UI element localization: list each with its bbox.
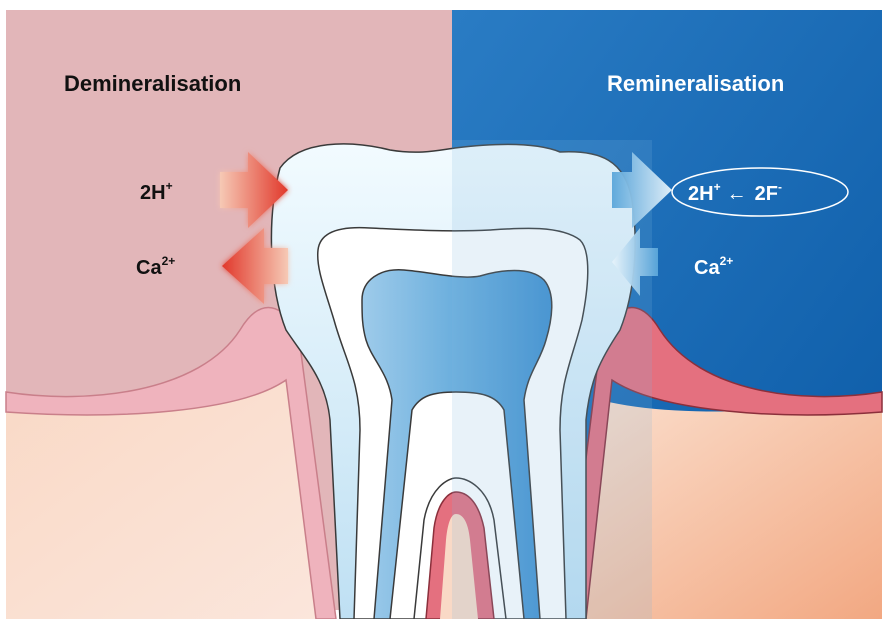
exchange-label: 2H+←2F-: [688, 180, 782, 205]
demineralisation-title: Demineralisation: [64, 71, 241, 96]
remineralisation-title: Remineralisation: [607, 71, 784, 96]
right-half-overlay: [452, 140, 652, 619]
left-bone: [6, 380, 330, 619]
